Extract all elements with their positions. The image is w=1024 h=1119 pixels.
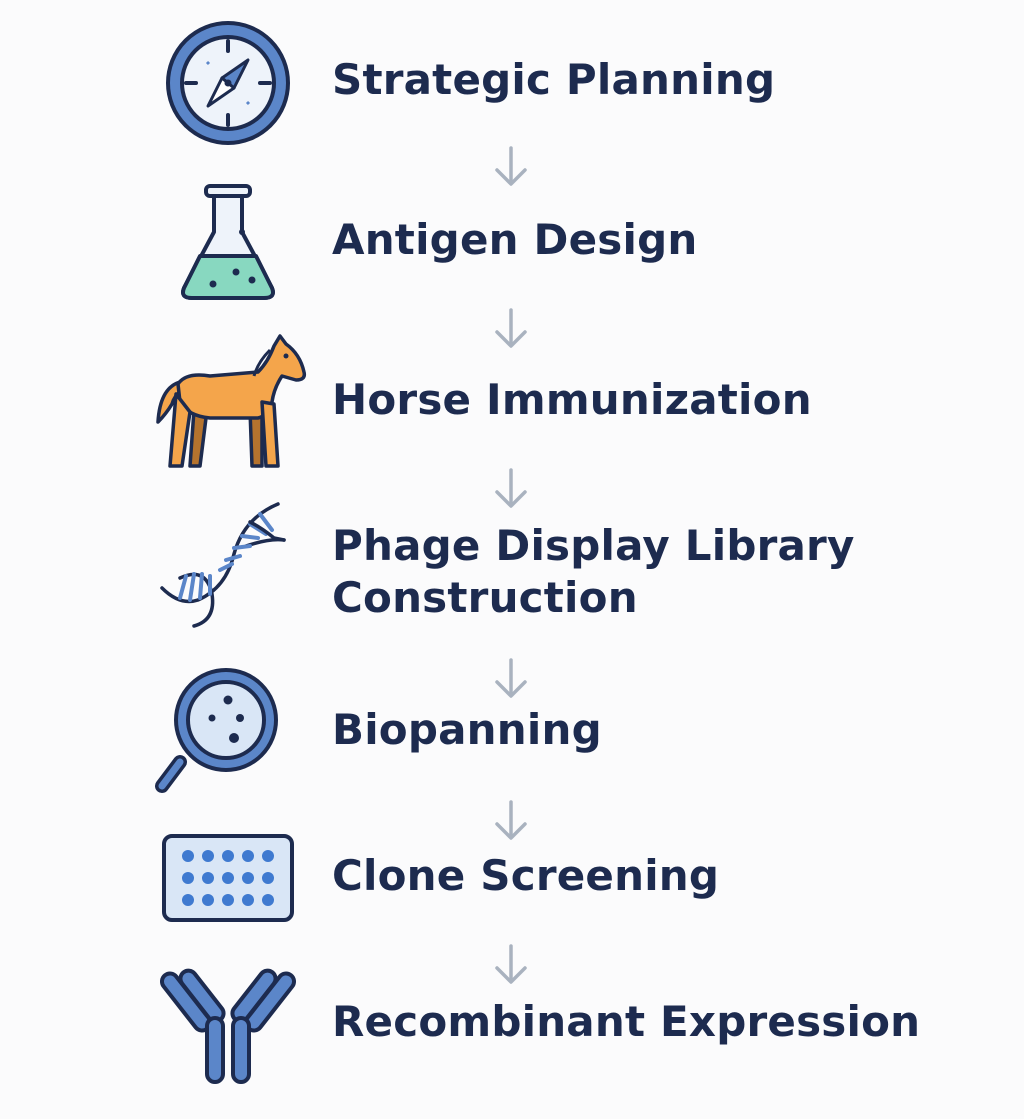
down-arrow-icon	[495, 800, 527, 840]
antibody-icon	[150, 962, 300, 1086]
down-arrow-icon	[495, 468, 527, 508]
magnifier-petri-icon	[150, 666, 300, 800]
step-label: Biopanning	[332, 705, 602, 754]
down-arrow-icon	[495, 308, 527, 348]
dna-icon	[150, 494, 300, 634]
down-arrow-icon	[495, 944, 527, 984]
step-label: Strategic Planning	[332, 55, 776, 104]
horse-icon	[150, 332, 307, 474]
down-arrow-icon	[495, 146, 527, 186]
step-label: Horse Immunization	[332, 375, 812, 424]
step-label: Phage Display Library Construction	[332, 521, 855, 622]
flask-icon	[150, 180, 300, 308]
compass-icon	[150, 18, 300, 148]
down-arrow-icon	[495, 658, 527, 698]
step-label: Clone Screening	[332, 851, 720, 900]
step-label: Antigen Design	[332, 215, 698, 264]
well-plate-icon	[150, 832, 300, 926]
step-label: Recombinant Expression	[332, 997, 921, 1046]
